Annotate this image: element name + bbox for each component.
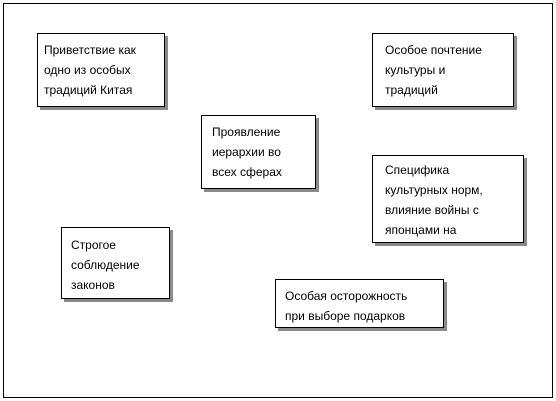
node-respect-culture-label: Особое почтение культуры и традиций <box>385 43 482 97</box>
node-respect-culture: Особое почтение культуры и традиций <box>372 33 514 107</box>
node-law-observance: Строгое соблюдение законов <box>61 227 170 299</box>
node-cultural-norms: Специфика культурных норм, влияние войны… <box>372 155 524 243</box>
node-greeting-tradition: Приветствие как одно из особых традиций … <box>37 33 165 107</box>
node-gift-caution: Особая осторожность при выборе подарков <box>275 279 444 328</box>
node-cultural-norms-label: Специфика культурных норм, влияние войны… <box>385 163 483 237</box>
node-hierarchy-label: Проявление иерархии во всех сферах <box>212 125 282 179</box>
node-gift-caution-label: Особая осторожность при выборе подарков <box>285 289 408 323</box>
node-law-observance-label: Строгое соблюдение законов <box>71 238 140 292</box>
node-hierarchy: Проявление иерархии во всех сферах <box>201 115 316 189</box>
node-greeting-tradition-label: Приветствие как одно из особых традиций … <box>44 43 136 97</box>
